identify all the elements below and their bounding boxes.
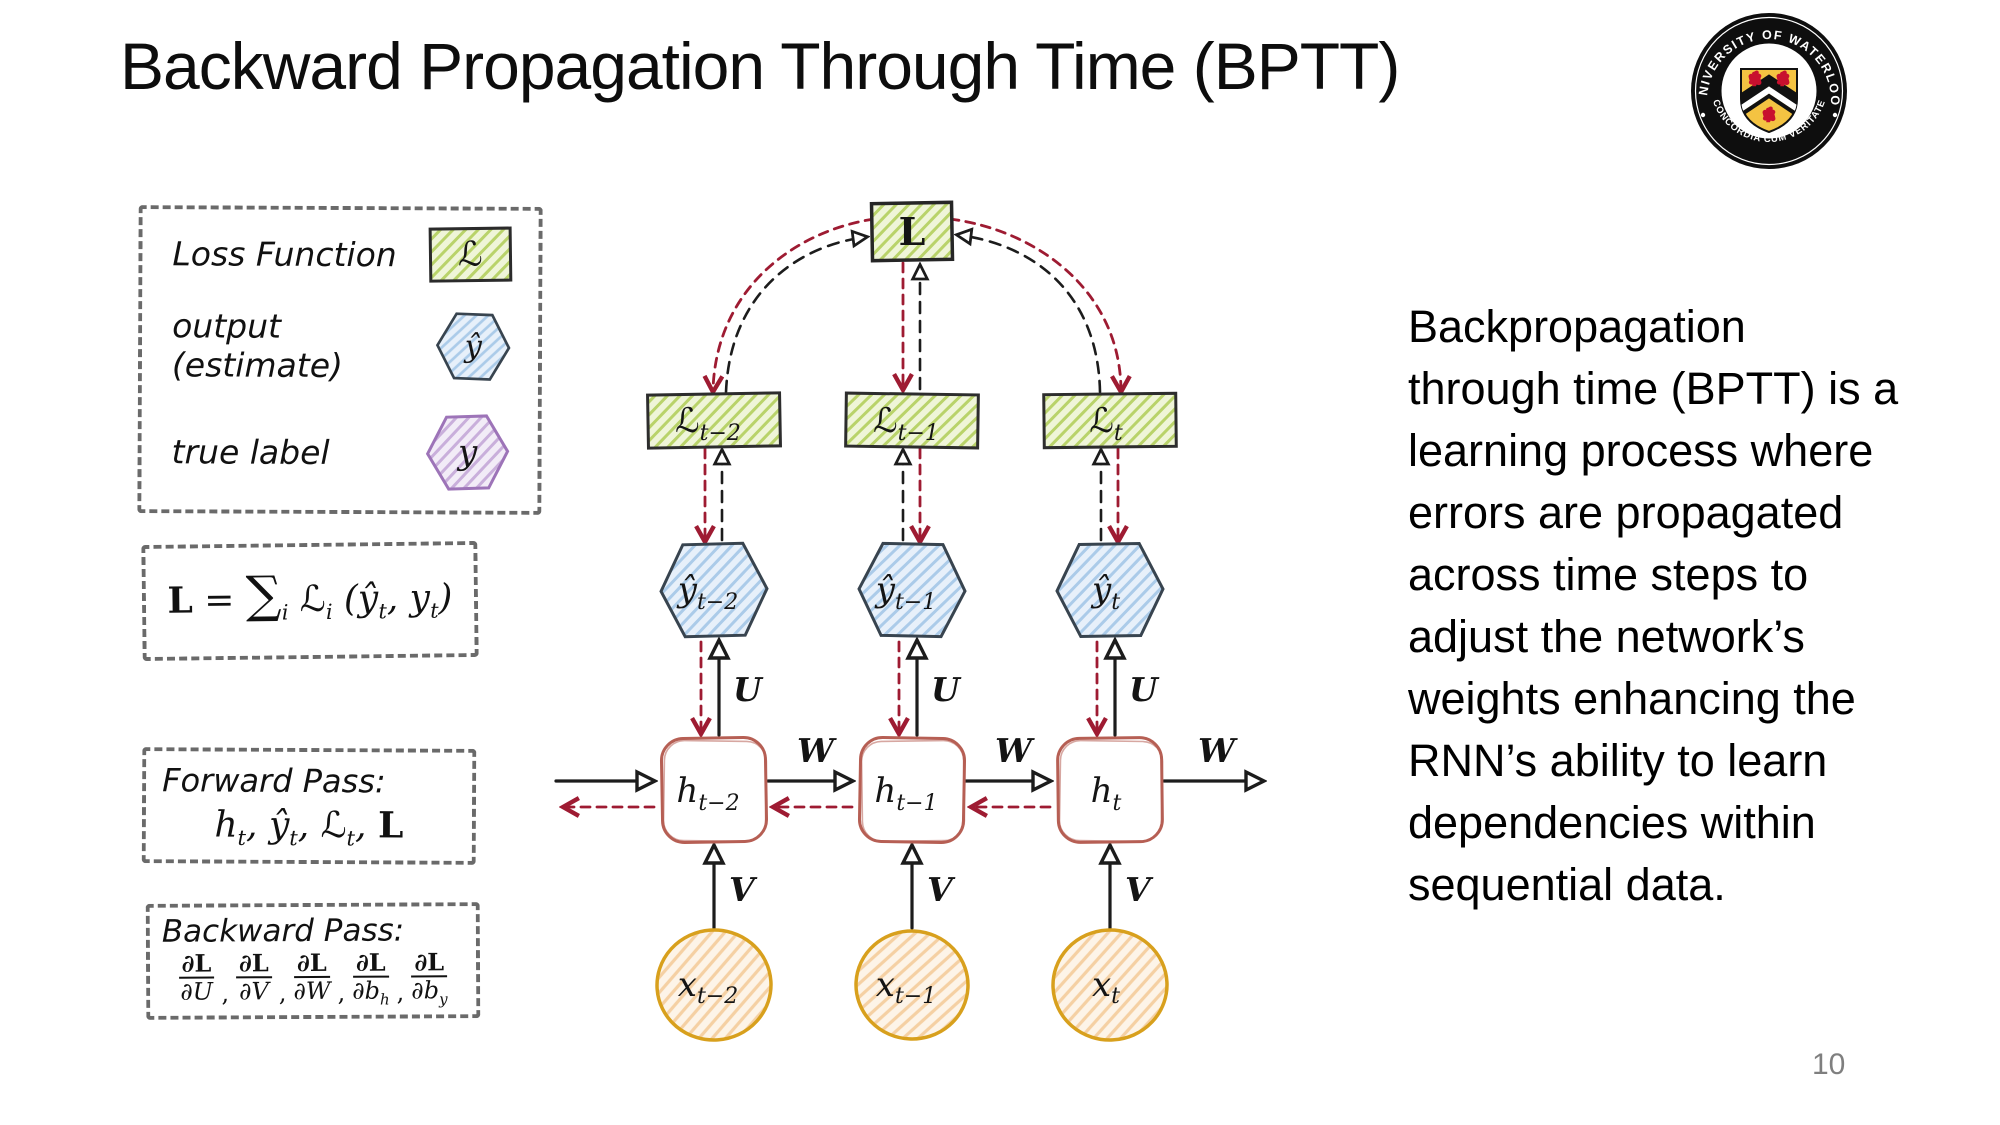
- backward-arrow-L-to-Lt-2: [713, 217, 876, 390]
- node-output-t-2: ŷt−2: [659, 541, 769, 639]
- gradient-dL-dbh: ∂L∂bh: [352, 947, 390, 1009]
- description-line: sequential data.: [1408, 859, 1726, 910]
- weight-label-V2: V: [927, 870, 956, 909]
- legend-symbol-true: y: [456, 433, 478, 473]
- forward-pass-panel: Forward Pass: ht, ŷt, ℒt, L: [141, 747, 477, 865]
- node-input-t: xt: [1051, 928, 1169, 1042]
- shield-lions: [1748, 70, 1790, 123]
- node-loss-t-1-label: ℒt−1: [873, 401, 939, 446]
- shield-chevron-white: [1741, 86, 1797, 113]
- node-input-t-1: xt−1: [854, 929, 970, 1041]
- legend-row-loss: Loss Function ℒ: [172, 223, 514, 284]
- node-hidden-t-2: ht−2: [659, 735, 769, 845]
- weight-label-U1: U: [733, 670, 764, 709]
- gradient-dL-dW: ∂L∂W: [293, 947, 331, 1006]
- eq-loss-term: ℒ: [299, 578, 326, 621]
- legend-label-true: true label: [171, 431, 330, 472]
- node-loss-t-1: ℒt−1: [844, 391, 980, 450]
- node-hidden-t: ht: [1056, 736, 1164, 844]
- output-estimate-swatch: ŷ: [435, 312, 511, 381]
- description-line: errors are propagated: [1408, 487, 1844, 538]
- node-output-t-2-label: ŷt−2: [676, 570, 739, 615]
- description-text: Backpropagation through time (BPTT) is a…: [1408, 296, 1983, 916]
- gradient-dL-dby: ∂L∂by: [411, 947, 448, 1009]
- weight-label-W2: W: [995, 731, 1035, 770]
- bptt-diagram: U U U W W W V V V L: [554, 200, 1290, 1042]
- description-line: weights enhancing the: [1408, 673, 1856, 724]
- node-output-t: ŷt: [1055, 541, 1165, 639]
- legend-panel: Loss Function ℒ output (estimate): [137, 205, 543, 515]
- forward-pass-heading: Forward Pass:: [162, 761, 386, 801]
- description-line: Backpropagation: [1408, 301, 1746, 352]
- legend-row-output: output (estimate) ŷ: [172, 301, 514, 390]
- weight-label-V1: V: [729, 870, 758, 909]
- backward-pass-panel: Backward Pass: ∂L∂U , ∂L∂V , ∂L∂W , ∂L∂b…: [145, 902, 481, 1020]
- legend-label-output: output (estimate): [171, 306, 344, 386]
- loss-aggregation-arrows: [713, 217, 1121, 394]
- description-line: RNN’s ability to learn: [1408, 735, 1828, 786]
- node-output-t-label: ŷt: [1090, 570, 1120, 615]
- description-line: across time steps to: [1408, 549, 1809, 600]
- node-total-loss-label: L: [899, 209, 926, 254]
- shield-chevron-black: [1741, 74, 1797, 106]
- description-line: adjust the network’s: [1408, 611, 1805, 662]
- forward-arrow-Lt-to-L: [958, 235, 1102, 394]
- loss-equation-panel: L = ∑i ℒi (ŷt, yt): [141, 540, 479, 662]
- forward-arrow-Lt-2-to-L: [724, 237, 866, 394]
- description-line: dependencies within: [1408, 797, 1816, 848]
- loss-equation: L = ∑i ℒi (ŷt, yt): [167, 565, 453, 625]
- node-output-t-1-label: ŷt−1: [874, 570, 937, 615]
- waterloo-shield: [1740, 68, 1798, 134]
- backward-pass-heading: Backward Pass:: [161, 912, 405, 950]
- W-recurrent-arrows: W W W: [554, 731, 1262, 807]
- node-hidden-t-label: ht: [1091, 771, 1122, 816]
- legend-row-true-label: true label y: [171, 407, 513, 496]
- V-weight-arrows: V V V: [714, 847, 1154, 930]
- weight-label-V3: V: [1125, 870, 1154, 909]
- eq-ytrue: y: [409, 577, 431, 619]
- backward-arrow-L-to-Lt: [948, 217, 1121, 390]
- weight-label-W3: W: [1198, 731, 1238, 770]
- node-input-t-label: xt: [1092, 965, 1120, 1009]
- node-hidden-t-1-label: ht−1: [874, 771, 937, 816]
- loss-function-swatch: ℒ: [428, 226, 513, 283]
- node-input-t-1-label: xt−1: [876, 965, 936, 1009]
- node-loss-t-label: ℒt: [1089, 401, 1123, 446]
- node-output-t-1: ŷt−1: [857, 541, 967, 639]
- page-number: 10: [1812, 1048, 1846, 1081]
- U-weight-arrows: U U U: [701, 642, 1160, 735]
- eq-L: L: [167, 579, 194, 622]
- description-line: learning process where: [1408, 425, 1874, 476]
- weight-label-W1: W: [797, 731, 837, 770]
- node-loss-t: ℒt: [1042, 391, 1178, 450]
- page-title: Backward Propagation Through Time (BPTT): [120, 29, 1400, 103]
- description-line: through time (BPTT) is a: [1408, 363, 1899, 414]
- gradient-dL-dU: ∂L∂U: [178, 948, 215, 1007]
- node-loss-t-2-label: ℒt−2: [675, 401, 741, 446]
- eq-yhat: ŷ: [357, 578, 379, 620]
- legend-symbol-output: ŷ: [462, 329, 482, 364]
- node-total-loss: L: [869, 200, 955, 263]
- node-loss-t-2: ℒt−2: [646, 391, 782, 450]
- legend-label-loss: Loss Function: [172, 233, 397, 274]
- loss-output-arrows: [705, 449, 1118, 540]
- node-hidden-t-1: ht−1: [857, 735, 967, 845]
- node-hidden-t-2-label: ht−2: [676, 771, 739, 816]
- true-label-swatch: y: [425, 414, 510, 491]
- forward-pass-quantities: ht, ŷt, ℒt, L: [214, 804, 404, 851]
- backward-pass-gradients: ∂L∂U , ∂L∂V , ∂L∂W , ∂L∂bh , ∂L∂by: [178, 947, 448, 1009]
- weight-label-U3: U: [1129, 670, 1160, 709]
- weight-label-U2: U: [931, 670, 962, 709]
- node-input-t-2: xt−2: [655, 928, 773, 1042]
- node-input-t-2-label: xt−2: [678, 965, 738, 1009]
- legend-symbol-loss: ℒ: [458, 235, 483, 275]
- university-logo: UNIVERSITY OF WATERLOO CONCORDIA CUM VER…: [1691, 13, 1847, 169]
- sum-symbol: ∑: [245, 565, 282, 624]
- gradient-dL-dV: ∂L∂V: [235, 948, 272, 1009]
